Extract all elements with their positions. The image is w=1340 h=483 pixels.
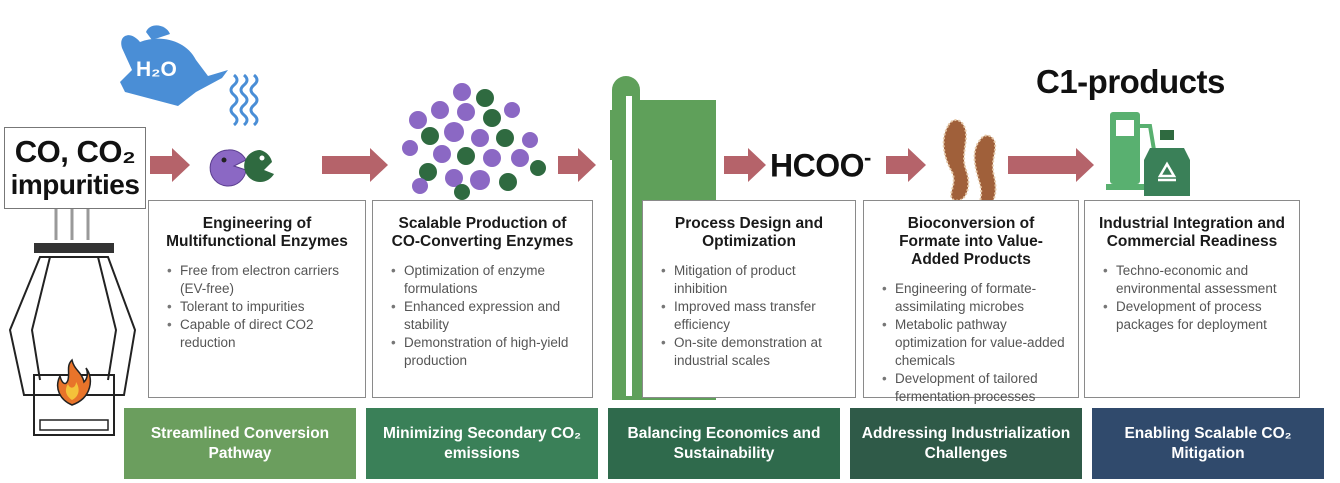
flame-icon <box>56 358 92 406</box>
stage-title: Engineering of Multifunctional Enzymes <box>166 215 348 250</box>
output-title: C1-products <box>1036 63 1225 100</box>
stage-bullet: Demonstration of high-yield production <box>387 334 584 370</box>
stage-bullet: Engineering of formate-assimilating micr… <box>878 280 1070 316</box>
enzyme-cluster-icon <box>402 83 546 200</box>
stage-title: Bioconversion of Formate into Value-Adde… <box>899 215 1043 268</box>
furnace-icon <box>8 209 137 436</box>
input-gases-label: CO, CO₂ <box>14 134 136 169</box>
flow-arrow-5 <box>886 148 926 182</box>
stage-bullet: Improved mass transfer efficiency <box>657 298 847 334</box>
stage-bullet: Mitigation of product inhibition <box>657 262 847 298</box>
stage-bullet: Development of tailored fermentation pro… <box>878 370 1070 406</box>
steam-icon <box>229 73 259 127</box>
flow-arrows <box>150 148 1094 182</box>
stage-bullets: Mitigation of product inhibition Improve… <box>657 262 847 370</box>
flow-arrow-6 <box>1008 148 1094 182</box>
stage-bullet: Enhanced expression and stability <box>387 298 584 334</box>
stage-bullet: On-site demonstration at industrial scal… <box>657 334 847 370</box>
flow-arrow-1 <box>150 148 190 182</box>
stage-box-bioconversion: Bioconversion of Formate into Value-Adde… <box>863 200 1079 404</box>
input-label-box: CO, CO₂ impurities <box>4 127 146 209</box>
stage-title: Industrial Integration and Commercial Re… <box>1099 215 1286 250</box>
enzyme-icon <box>209 149 274 187</box>
stage-bullet: Capable of direct CO2 reduction <box>163 316 357 352</box>
stage-bullets: Free from electron carriers (EV-free) To… <box>163 262 357 352</box>
benefit-minimizing-emissions: Minimizing Secondary CO₂ emissions <box>366 408 598 479</box>
stage-bullet: Techno-economic and environmental assess… <box>1099 262 1291 298</box>
stage-bullet: Tolerant to impurities <box>163 298 357 316</box>
stage-title: Scalable Production of CO-Converting Enz… <box>391 215 574 250</box>
watering-can-icon <box>120 25 228 106</box>
stage-box-industrial-integration: Industrial Integration and Commercial Re… <box>1084 200 1300 398</box>
stage-bullets: Optimization of enzyme formulations Enha… <box>387 262 584 370</box>
flow-arrow-3 <box>558 148 596 182</box>
stage-bullet: Optimization of enzyme formulations <box>387 262 584 298</box>
stage-bullet: Development of process packages for depl… <box>1099 298 1291 334</box>
formate-charge: - <box>864 145 871 170</box>
stage-title: Process Design and Optimization <box>674 215 824 250</box>
formate-label: HCOO- <box>770 145 871 185</box>
stage-bullet: Free from electron carriers (EV-free) <box>163 262 357 298</box>
benefit-economics-sustainability: Balancing Economics and Sustainability <box>608 408 840 479</box>
stage-box-enzyme-engineering: Engineering of Multifunctional Enzymes F… <box>148 200 366 398</box>
formate-label-text: HCOO <box>770 147 865 184</box>
stage-box-process-design: Process Design and Optimization Mitigati… <box>642 200 856 398</box>
stage-box-enzyme-production: Scalable Production of CO-Converting Enz… <box>372 200 593 398</box>
flow-arrow-2 <box>322 148 388 182</box>
flow-arrow-4 <box>724 148 766 182</box>
stage-bullet: Metabolic pathway optimization for value… <box>878 316 1070 370</box>
stage-bullets: Techno-economic and environmental assess… <box>1099 262 1291 334</box>
water-label: H₂O <box>136 58 177 81</box>
input-impurities-label: impurities <box>10 169 140 200</box>
stage-bullets: Engineering of formate-assimilating micr… <box>878 280 1070 406</box>
microbe-icon <box>942 119 997 208</box>
benefit-streamlined-pathway: Streamlined Conversion Pathway <box>124 408 356 479</box>
benefit-industrialization-challenges: Addressing Industrialization Challenges <box>850 408 1082 479</box>
benefit-scalable-mitigation: Enabling Scalable CO₂ Mitigation <box>1092 408 1324 479</box>
recycle-bottle-icon <box>1144 130 1190 196</box>
